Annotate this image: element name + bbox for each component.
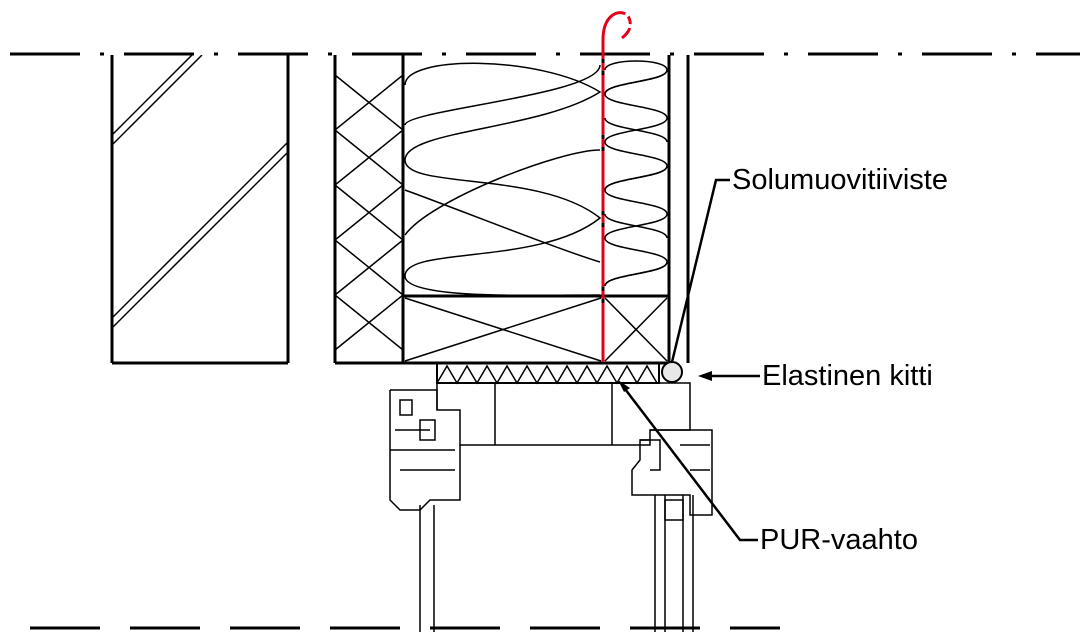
ventilation-batten (333, 55, 405, 365)
vapour-barrier (601, 11, 632, 363)
lintel-timber (401, 294, 671, 365)
leader-foam (621, 384, 758, 542)
leader-lines (618, 178, 760, 542)
arrowhead-foam (618, 380, 630, 392)
pur-foam-strip (436, 362, 660, 385)
foam-seal-strip (661, 361, 683, 383)
inner-insulation (601, 55, 690, 363)
label-pur-foam: PUR-vaahto (760, 524, 918, 556)
window-frame-profile (389, 382, 713, 516)
glazing (419, 495, 694, 632)
label-foam-seal: Solumuovitiiviste (732, 164, 948, 196)
leader-seal (670, 178, 730, 363)
arrowhead-sealant (698, 371, 712, 381)
label-elastic-sealant: Elastinen kitti (762, 360, 933, 392)
main-insulation (401, 55, 602, 363)
exterior-cladding (110, 55, 290, 365)
